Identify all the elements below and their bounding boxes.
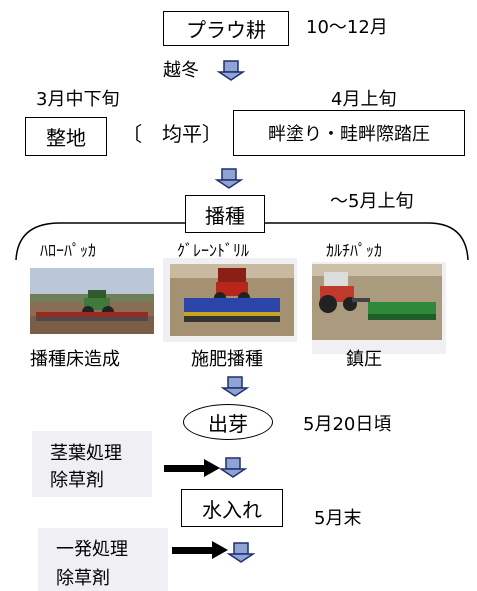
arrow-down-icon	[220, 376, 250, 397]
emergence-oval: 出芽	[183, 404, 273, 440]
herbicide-line2: 除草剤	[50, 470, 104, 491]
prep-period: 3月中下旬	[36, 89, 120, 110]
sowing-label: 播種	[205, 203, 245, 228]
machine-name: ｸﾞﾚｰﾝﾄﾞﾘﾙ	[177, 241, 250, 260]
plow-label: プラウ耕	[186, 18, 266, 42]
flooding-period: 5月末	[314, 508, 362, 529]
machine-task: 鎮圧	[346, 349, 382, 370]
arrow-right-icon	[164, 457, 248, 478]
machine-name: ﾊﾛｰﾊﾟｯｶ	[40, 241, 97, 260]
sowing-period: ～5月上旬	[330, 191, 414, 212]
culti-packer-photo	[312, 264, 442, 340]
herbicide-line1: 茎葉処理	[50, 443, 122, 464]
levee-work-box: 畔塗り・畦畔際踏圧	[233, 110, 465, 156]
levee-period: 4月上旬	[331, 89, 397, 110]
plow-box: プラウ耕	[163, 11, 289, 46]
arrow-right-icon	[172, 541, 256, 563]
land-prep-label: 整地	[46, 126, 86, 150]
overwinter-label: 越冬	[163, 60, 199, 81]
herbicide-line2: 除草剤	[56, 568, 110, 589]
plow-period: 10～12月	[306, 17, 388, 38]
emergence-label: 出芽	[208, 411, 248, 436]
machine-task: 施肥播種	[191, 349, 263, 370]
flooding-label: 水入れ	[202, 497, 262, 522]
arrow-down-icon	[214, 168, 244, 189]
levee-work-label: 畔塗り・畦畔際踏圧	[268, 124, 430, 145]
land-prep-box: 整地	[25, 117, 107, 156]
grain-drill-photo	[170, 264, 294, 336]
herbicide-shade	[38, 528, 168, 591]
flooding-box: 水入れ	[181, 489, 283, 527]
sowing-box: 播種	[185, 195, 265, 233]
machine-task: 播種床造成	[30, 349, 120, 370]
herbicide-shade	[32, 431, 152, 497]
harrow-packer-photo	[30, 268, 154, 334]
emergence-date: 5月20日頃	[303, 414, 392, 435]
leveling-label: 〔 均平〕	[122, 122, 222, 146]
machine-name: ｶﾙﾁﾊﾟｯｶ	[326, 241, 383, 260]
herbicide-line1: 一発処理	[56, 539, 128, 560]
arrow-down-icon	[216, 60, 246, 81]
